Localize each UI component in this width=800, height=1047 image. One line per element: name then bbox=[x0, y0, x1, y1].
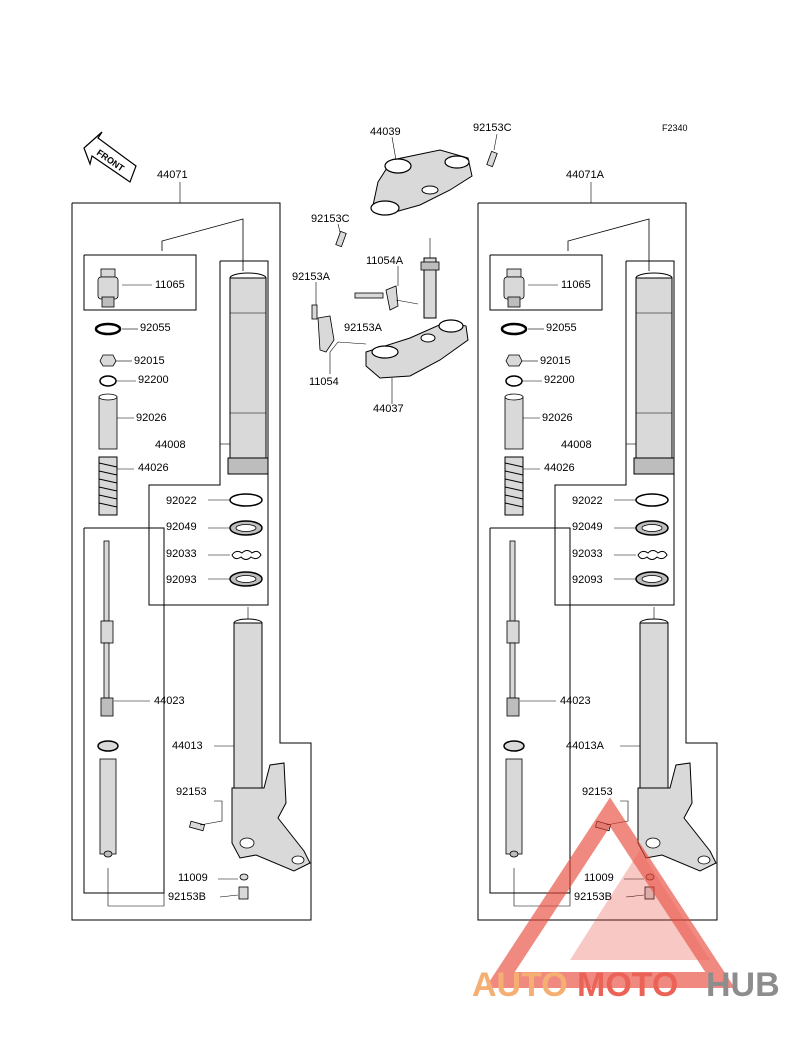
right-seal2-label: 92093 bbox=[572, 574, 603, 586]
right-washer-label: 92200 bbox=[544, 374, 575, 386]
watermark-part3: HUB bbox=[706, 966, 780, 1004]
right-spacer-label: 92026 bbox=[542, 412, 573, 424]
lower-bracket-label: 44037 bbox=[373, 403, 404, 415]
left-gasket-label: 11009 bbox=[178, 872, 208, 884]
left-upper-bolt-label: 92153C bbox=[311, 213, 350, 225]
watermark-part1: AUTO bbox=[472, 966, 568, 1004]
right-oring-label: 92055 bbox=[546, 322, 577, 334]
left-assembly-label: 44071 bbox=[157, 169, 188, 181]
left-spring-label: 44026 bbox=[138, 462, 169, 474]
right-tube-label: 44008 bbox=[561, 439, 592, 451]
side-bracket-label: 11054 bbox=[309, 376, 339, 388]
upper-bolt-label: 92153C bbox=[473, 122, 512, 134]
figure-code: F2340 bbox=[662, 123, 688, 133]
left-oring-label: 92055 bbox=[140, 322, 171, 334]
right-nut-label: 92015 bbox=[540, 355, 571, 367]
left-fork-labels: 44071 11065 92055 92015 92200 92026 4402… bbox=[134, 169, 208, 903]
left-cartridge-label: 44023 bbox=[154, 695, 185, 707]
right-fork-assembly bbox=[476, 201, 719, 922]
left-washer-label: 92200 bbox=[138, 374, 169, 386]
left-cap-label: 11065 bbox=[155, 279, 185, 291]
left-bottom-bolt-label: 92153B bbox=[168, 891, 206, 903]
right-assembly-label: 44071A bbox=[566, 169, 605, 181]
left-seal1-label: 92049 bbox=[166, 521, 197, 533]
left-outer-label: 44013 bbox=[172, 740, 203, 752]
left-axle-bolt-label: 92153 bbox=[176, 786, 207, 798]
left-ring1-label: 92022 bbox=[166, 495, 197, 507]
right-fork-labels: 44071A 11065 92055 92015 92200 92026 440… bbox=[540, 169, 614, 903]
left-tube-label: 44008 bbox=[155, 439, 186, 451]
left-fork-assembly bbox=[70, 201, 313, 922]
watermark-logo: AUTO MOTO HUB bbox=[472, 797, 780, 1004]
right-spring-label: 44026 bbox=[544, 462, 575, 474]
left-nut-label: 92015 bbox=[134, 355, 165, 367]
right-seal1-label: 92049 bbox=[572, 521, 603, 533]
side-bolt-small-label: 92153A bbox=[344, 322, 383, 334]
side-bolt-label: 92153A bbox=[292, 271, 331, 283]
left-seal2-label: 92093 bbox=[166, 574, 197, 586]
left-clip-label: 92033 bbox=[166, 548, 197, 560]
right-bottom-bolt-label: 92153B bbox=[574, 891, 612, 903]
right-outer-label: 44013A bbox=[566, 740, 605, 752]
front-arrow-icon: FRONT bbox=[83, 131, 137, 183]
upper-bracket-label: 44039 bbox=[370, 126, 401, 138]
right-axle-bolt-label: 92153 bbox=[582, 786, 613, 798]
right-cartridge-label: 44023 bbox=[560, 695, 591, 707]
stem-label: 11054A bbox=[366, 255, 404, 267]
right-ring1-label: 92022 bbox=[572, 495, 603, 507]
right-gasket-label: 11009 bbox=[584, 872, 614, 884]
watermark-part2: MOTO bbox=[577, 966, 678, 1004]
left-spacer-label: 92026 bbox=[136, 412, 167, 424]
right-cap-label: 11065 bbox=[561, 279, 591, 291]
triple-clamp-assembly: 44039 92153C 92153C 11054A 92153A 92153A… bbox=[292, 122, 512, 415]
right-clip-label: 92033 bbox=[572, 548, 603, 560]
